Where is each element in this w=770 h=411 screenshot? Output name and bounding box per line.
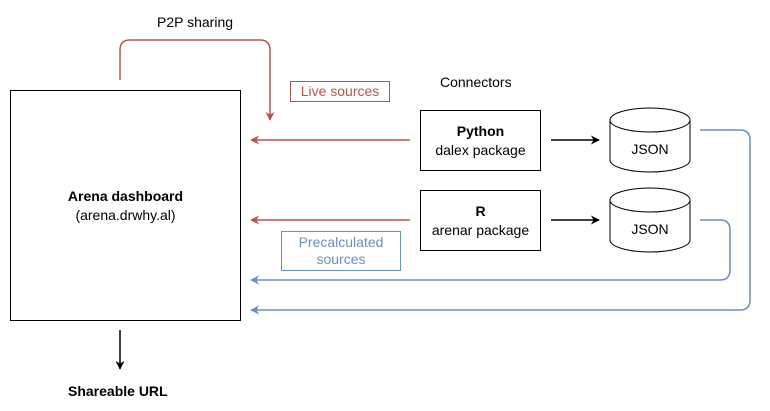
shareable-url-label: Shareable URL xyxy=(68,383,168,399)
json-top-label: JSON xyxy=(631,141,669,157)
python-title: Python xyxy=(456,122,505,139)
json-bottom-precalculated-arrow xyxy=(250,219,731,285)
json-bottom-label: JSON xyxy=(631,221,669,237)
r-package-box: R arenar package xyxy=(420,190,541,251)
python-package-box: Python dalex package xyxy=(420,110,541,171)
connectors-label: Connectors xyxy=(440,74,512,90)
dashboard-title: Arena dashboard xyxy=(67,187,184,204)
r-subtitle: arenar package xyxy=(431,221,530,238)
precalculated-sources-label: Precalculated sources xyxy=(281,231,401,271)
dashboard-subtitle: (arena.drwhy.al) xyxy=(75,206,176,223)
json-top-precalculated-arrow xyxy=(250,129,751,315)
r-title: R xyxy=(475,202,486,219)
json-top-cylinder: JSON xyxy=(609,107,691,173)
p2p-sharing-arrow xyxy=(119,39,275,121)
python-subtitle: dalex package xyxy=(435,141,526,158)
arena-dashboard-box: Arena dashboard (arena.drwhy.al) xyxy=(10,90,241,321)
json-bottom-cylinder: JSON xyxy=(609,187,691,253)
live-sources-label: Live sources xyxy=(290,81,390,102)
p2p-sharing-label: P2P sharing xyxy=(157,14,234,30)
